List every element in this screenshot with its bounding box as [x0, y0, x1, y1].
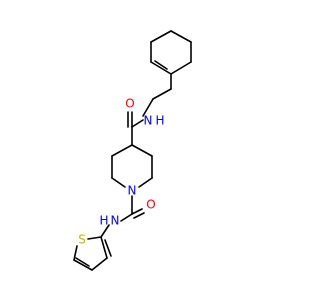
bond — [150, 61, 172, 75]
bond — [91, 257, 108, 271]
double-bond — [75, 257, 90, 267]
cyclohexene-ring — [150, 30, 192, 75]
bond — [73, 259, 93, 271]
bond — [150, 30, 172, 43]
nitrogen-label-upper: N — [144, 114, 153, 128]
bond — [138, 177, 153, 188]
oxygen-label-upper: O — [125, 97, 134, 111]
double-bond — [154, 60, 168, 70]
bond — [131, 144, 153, 157]
sulfur-label: S — [78, 233, 86, 247]
bond — [131, 119, 144, 128]
bond — [87, 236, 102, 240]
carbonyl-bond — [133, 212, 145, 219]
bond — [111, 144, 133, 157]
upper-amide — [127, 111, 144, 146]
hydrogen-label-lower: H — [99, 214, 108, 228]
hydrogen-label-upper: H — [155, 114, 164, 128]
bond — [170, 30, 192, 43]
nitrogen-label-lower: N — [111, 214, 120, 228]
bond — [152, 88, 172, 100]
bond — [100, 224, 110, 238]
piperidine-ring — [111, 144, 153, 188]
atom-labels: O N H N O H N S — [78, 97, 164, 247]
bond — [100, 236, 108, 259]
thiophene-ring — [73, 224, 112, 271]
oxygen-label-lower: O — [146, 198, 155, 212]
molecule-structure: O N H N O H N S — [73, 30, 192, 271]
molecule-canvas: O N H N O H N S — [73, 30, 192, 271]
bond — [142, 98, 154, 117]
bond — [111, 177, 126, 188]
double-bond — [104, 239, 112, 257]
bond — [73, 245, 78, 261]
bond — [120, 213, 133, 222]
bond — [170, 61, 192, 75]
nitrogen-label-ring: N — [128, 184, 137, 198]
carbonyl-bond — [131, 208, 143, 215]
lower-urea — [120, 195, 145, 222]
ethyl-linker — [142, 73, 172, 117]
